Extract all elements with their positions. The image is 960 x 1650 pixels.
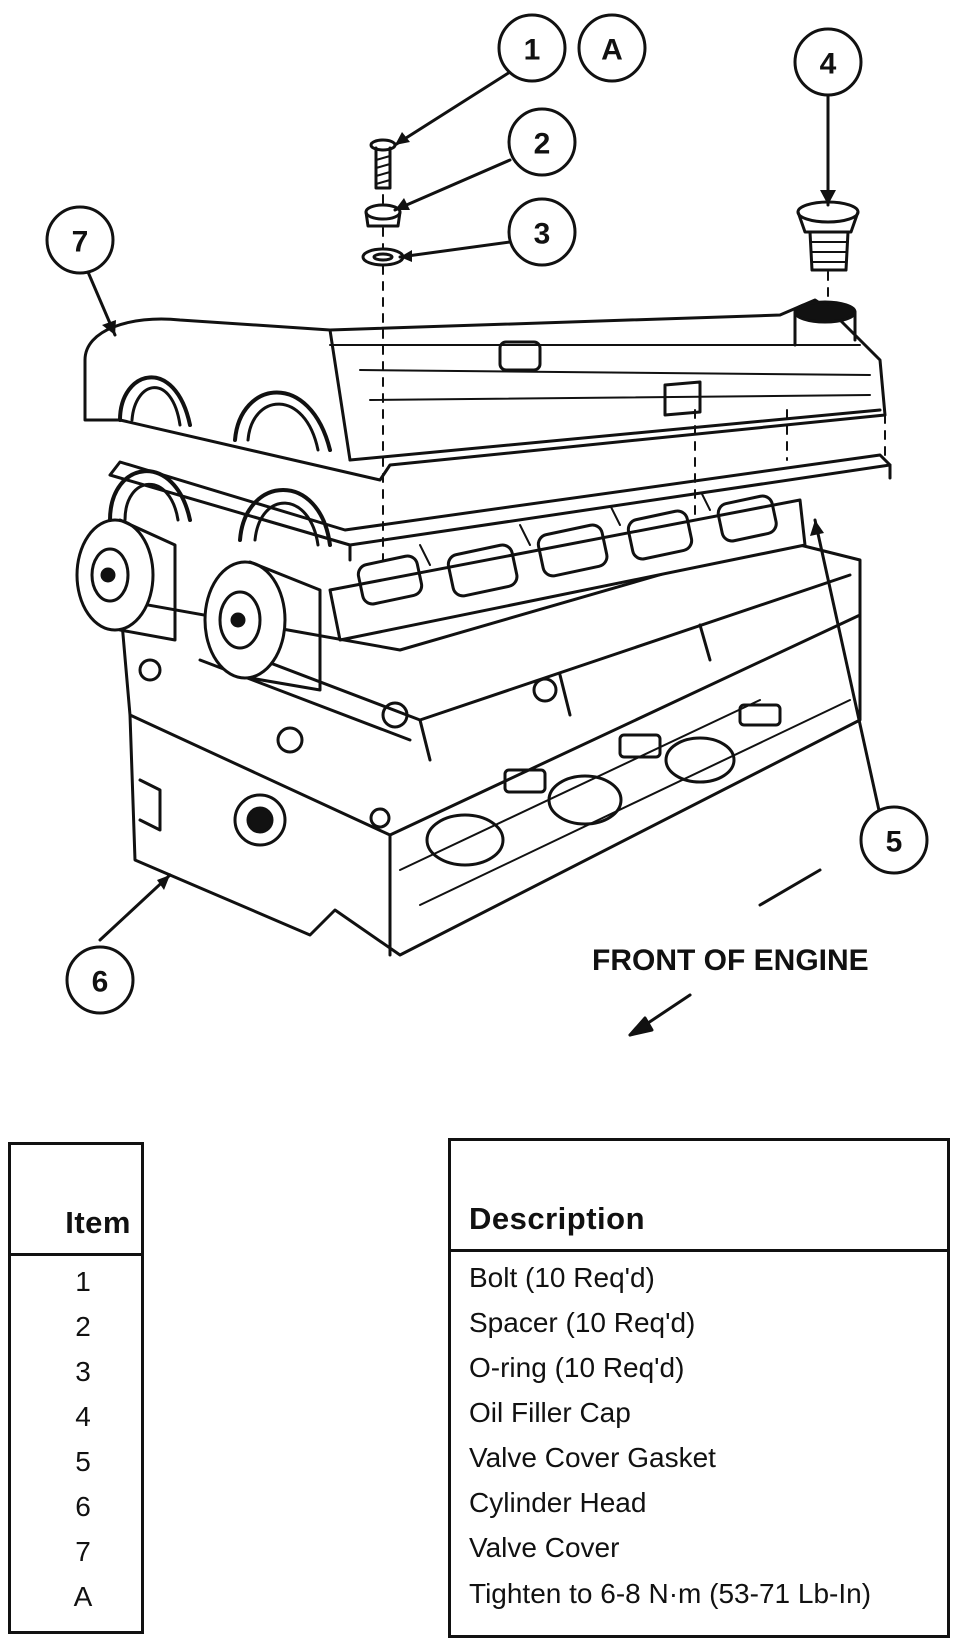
item-cell: 6 [75, 1491, 91, 1522]
front-arrow [628, 868, 822, 1037]
description-cell: Cylinder Head [469, 1487, 647, 1518]
description-cell: Valve Cover [469, 1532, 620, 1563]
camshaft-gears-drawing [75, 518, 322, 692]
item-cell: 4 [75, 1401, 91, 1432]
callout-7: 7 [72, 226, 89, 259]
description-cell: Valve Cover Gasket [469, 1442, 716, 1473]
leader-arrowheads [102, 132, 836, 890]
item-cell: 1 [75, 1266, 91, 1297]
callout-a: A [601, 34, 623, 67]
callout-4: 4 [820, 48, 837, 81]
item-cell: A [73, 1581, 93, 1612]
description-column: Description Bolt (10 Req'd) Spacer (10 R… [448, 1138, 950, 1638]
description-header-cell: Description [451, 1141, 947, 1252]
item-column: Item 1 2 3 4 5 6 7 A [8, 1142, 144, 1634]
description-header: Description [469, 1201, 646, 1236]
bolt-spacer-oring-drawing [361, 138, 405, 267]
item-header: Item [65, 1205, 131, 1240]
description-cell: Tighten to 6-8 N·m (53-71 Lb-In) [469, 1578, 872, 1609]
callout-2: 2 [534, 128, 551, 161]
valve-cover-gasket-drawing [108, 453, 892, 562]
callout-circles [45, 13, 929, 1015]
description-cell: Oil Filler Cap [469, 1397, 631, 1428]
item-cell: 3 [75, 1356, 91, 1387]
oil-filler-cap-drawing [796, 200, 860, 272]
item-cell: 7 [75, 1536, 91, 1567]
front-of-engine-label: FRONT OF ENGINE [592, 944, 869, 977]
callout-3: 3 [534, 218, 551, 251]
alignment-lines [382, 194, 886, 561]
description-cell: O-ring (10 Req'd) [469, 1352, 685, 1383]
callout-6: 6 [92, 966, 109, 999]
callout-5: 5 [886, 826, 903, 859]
description-cell: Bolt (10 Req'd) [469, 1262, 655, 1293]
description-list: Bolt (10 Req'd) Spacer (10 Req'd) O-ring… [451, 1255, 947, 1650]
item-list: 1 2 3 4 5 6 7 A [11, 1259, 141, 1619]
valve-cover-drawing [83, 298, 887, 482]
item-header-cell: Item [11, 1145, 141, 1256]
item-cell: 5 [75, 1446, 91, 1477]
exploded-diagram: 1 A 2 3 4 7 5 6 FRONT OF ENGINE [45, 13, 929, 1037]
camshaft-drawing [328, 489, 807, 642]
callout-1: 1 [524, 34, 541, 67]
item-cell: 2 [75, 1311, 91, 1342]
description-cell: Spacer (10 Req'd) [469, 1307, 696, 1338]
